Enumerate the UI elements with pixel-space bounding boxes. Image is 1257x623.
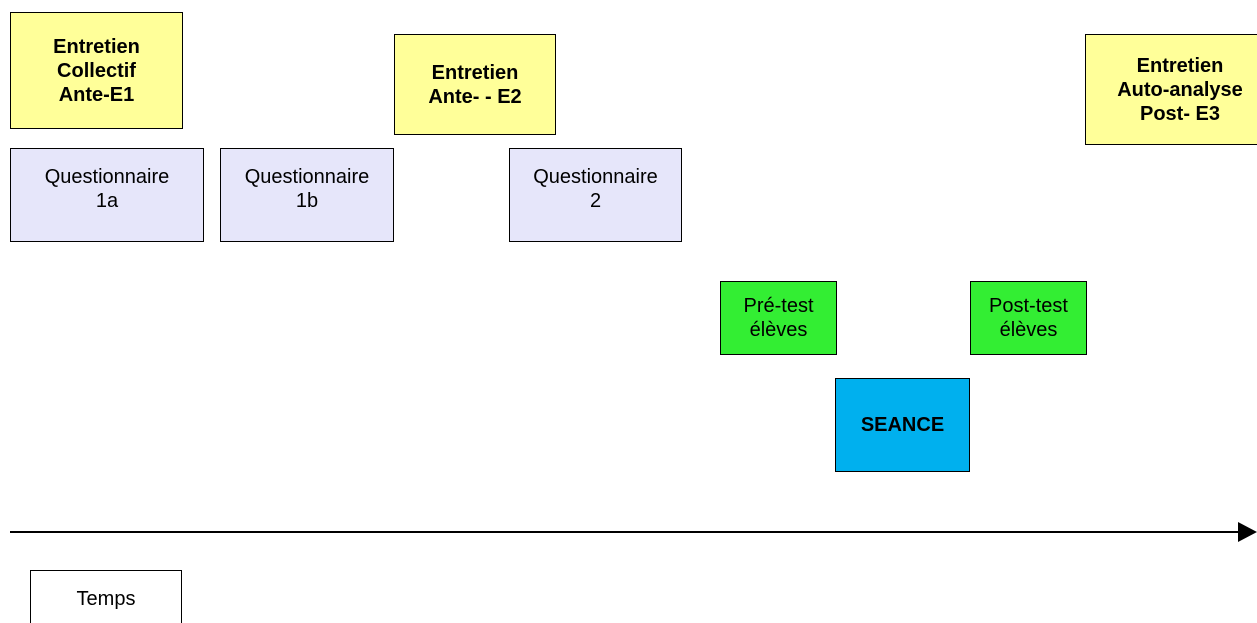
pre-test-box: Pré-test élèves — [720, 281, 837, 355]
entretien-collectif-line-2: Collectif — [57, 59, 136, 82]
questionnaire-2-line-1: Questionnaire — [533, 166, 658, 188]
post-test-box: Post-test élèves — [970, 281, 1087, 355]
time-arrow-head — [1238, 522, 1257, 542]
questionnaire-1b-line-1: Questionnaire — [244, 166, 370, 188]
entretien-ante-e2-line-1: Entretien — [431, 61, 519, 84]
time-arrow — [10, 522, 1257, 542]
entretien-post-e3-box: Entretien Auto-analyse Post- E3 — [1085, 34, 1257, 145]
questionnaire-1b-box: Questionnaire 1b — [220, 148, 394, 242]
questionnaire-1a-line-1: Questionnaire — [44, 166, 170, 188]
entretien-ante-e2-line-2: Ante- - E2 — [428, 85, 522, 108]
pre-test-line-1: Pré-test — [743, 295, 814, 317]
entretien-ante-e2-box: Entretien Ante- - E2 — [394, 34, 556, 135]
entretien-collectif-box: Entretien Collectif Ante-E1 — [10, 12, 183, 129]
seance-box: SEANCE — [835, 378, 970, 472]
entretien-post-e3-line-3: Post- E3 — [1139, 102, 1221, 125]
seance-label: SEANCE — [860, 414, 945, 436]
entretien-collectif-line-3: Ante-E1 — [58, 83, 135, 106]
questionnaire-1a-box: Questionnaire 1a — [10, 148, 204, 242]
entretien-collectif-line-1: Entretien — [53, 35, 140, 58]
entretien-post-e3-line-2: Auto-analyse — [1117, 78, 1243, 101]
temps-label: Temps — [76, 588, 136, 610]
questionnaire-1a-line-2: 1a — [95, 190, 119, 212]
questionnaire-1b-line-2: 1b — [295, 190, 319, 212]
entretien-post-e3-line-1: Entretien — [1136, 54, 1224, 77]
post-test-line-2: élèves — [999, 319, 1058, 341]
temps-box: Temps — [30, 570, 182, 623]
pre-test-line-2: élèves — [749, 319, 808, 341]
questionnaire-2-line-2: 2 — [589, 190, 602, 212]
post-test-line-1: Post-test — [989, 295, 1068, 317]
questionnaire-2-box: Questionnaire 2 — [509, 148, 682, 242]
